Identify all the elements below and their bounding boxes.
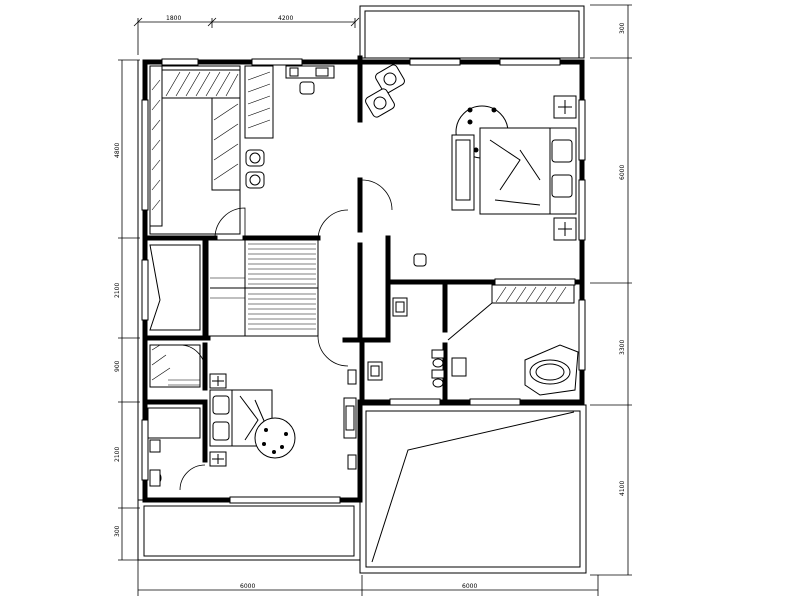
staircase-icon xyxy=(149,209,349,367)
dim-right-3: 4100 xyxy=(619,481,626,496)
dimension-lines xyxy=(118,4,632,596)
bathtub-icon xyxy=(524,344,579,396)
dim-left-4: 2100 xyxy=(114,447,121,462)
chair-icon xyxy=(299,81,315,95)
dim-top-far-right: 300 xyxy=(619,22,626,34)
windows xyxy=(141,58,586,504)
second-bedroom xyxy=(179,344,357,470)
dim-top-left: 1800 xyxy=(166,15,181,22)
toilet-icon xyxy=(431,349,467,388)
dim-bottom-right: 6000 xyxy=(462,583,477,590)
dim-bottom-left: 6000 xyxy=(240,583,255,590)
sink-icon xyxy=(367,361,383,381)
master-bedroom xyxy=(361,64,577,267)
dim-left-3: 900 xyxy=(114,360,121,372)
toilet-icon xyxy=(149,439,162,487)
dim-right-1: 6000 xyxy=(619,165,626,180)
chair-icon xyxy=(245,171,265,189)
round-table-icon xyxy=(254,417,296,459)
chair-icon xyxy=(365,64,405,118)
small-bath xyxy=(147,344,206,491)
chair-icon xyxy=(245,149,265,167)
dim-top-right: 4200 xyxy=(278,15,293,22)
closet xyxy=(149,65,335,239)
dim-right-2: 3300 xyxy=(619,340,626,355)
sink-icon xyxy=(392,297,408,317)
dim-left-1: 4800 xyxy=(114,143,121,158)
dim-left-5: 300 xyxy=(114,525,121,537)
bathroom xyxy=(367,284,579,396)
bed-icon xyxy=(479,95,577,241)
dim-left-2: 2100 xyxy=(114,283,121,298)
